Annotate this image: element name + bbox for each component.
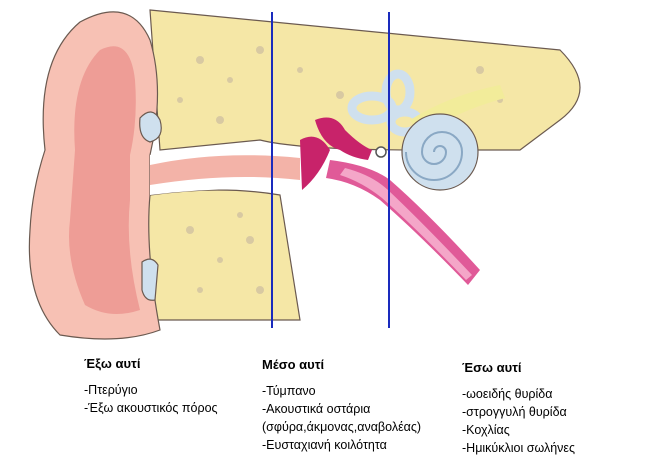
outer-ear-item: -Πτερύγιο (84, 383, 138, 397)
pinna-fold-upper (139, 111, 162, 143)
inner-ear-item: -ωοειδής θυρίδα (462, 387, 553, 401)
inner-ear-section: Έσω αυτί -ωοειδής θυρίδα -στρογγυλή θυρί… (462, 360, 575, 457)
inner-ear-item: -Ημικύκλιοι σωλήνες (462, 441, 576, 455)
pinna-inner (69, 46, 140, 314)
ear-anatomy-diagram (28, 9, 581, 340)
eustachian-tube-inner (340, 168, 472, 280)
inner-ear-title: Έσω αυτί (462, 360, 522, 375)
middle-ear-title: Μέσο αυτί (262, 357, 325, 372)
outer-ear-section: Έξω αυτί -Πτερύγιο -Έξω ακουστικός πόρος (84, 356, 218, 417)
temporal-bone-lower (131, 189, 301, 321)
inner-ear-item: -Κοχλίας (462, 423, 510, 437)
outer-ear-title: Έξω αυτί (84, 356, 141, 371)
pinna-fold-lower (141, 258, 159, 301)
temporal-bone (149, 9, 581, 151)
oval-window (375, 146, 387, 158)
middle-ear-item: (σφύρα,άκμονας,αναβολέας) (262, 420, 422, 434)
cochlea (401, 113, 479, 191)
eardrum (300, 136, 330, 190)
middle-ear-item: -Ακουστικά οστάρια (262, 402, 371, 416)
inner-ear-item: -στρογγυλή θυρίδα (462, 405, 567, 419)
outer-ear-item: -Έξω ακουστικός πόρος (84, 401, 218, 415)
middle-ear-item: -Ευσταχιανή κοιλότητα (262, 438, 387, 452)
ear-canal-wall (150, 155, 300, 185)
cochlea-spiral (405, 131, 464, 181)
ossicles (315, 117, 372, 160)
middle-ear-item: -Τύμπανο (262, 384, 316, 398)
middle-ear-section: Μέσο αυτί -Τύμπανο -Ακουστικά οστάρια (σ… (262, 357, 421, 454)
